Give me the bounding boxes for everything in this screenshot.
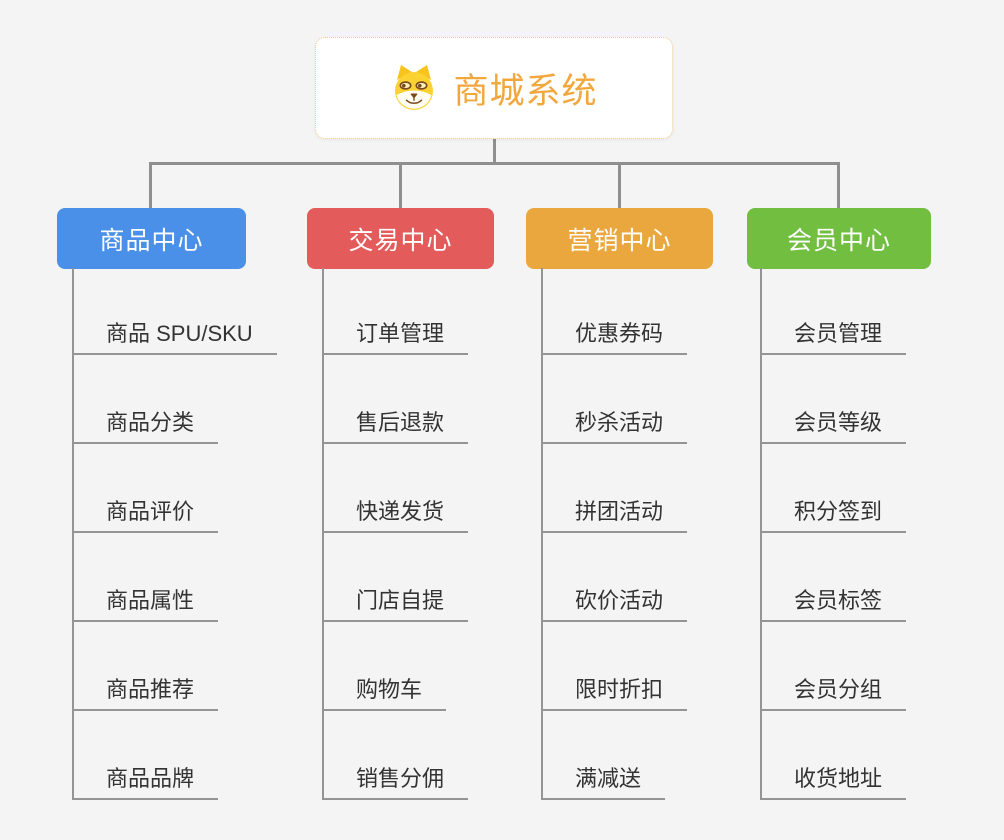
child-node[interactable]: 砍价活动: [541, 588, 688, 622]
child-node[interactable]: 商品推荐: [72, 677, 219, 711]
doge-icon: [395, 65, 434, 110]
child-node[interactable]: 优惠券码: [541, 321, 688, 355]
connector-stub-product: [149, 163, 152, 209]
connector-stub-trade: [399, 163, 402, 209]
child-node[interactable]: 会员标签: [760, 588, 907, 622]
connector-root-stem: [493, 139, 496, 164]
branch-marketing-center[interactable]: 营销中心: [526, 208, 713, 269]
child-node[interactable]: 商品分类: [72, 410, 219, 444]
connector-bus: [149, 162, 840, 165]
child-node[interactable]: 售后退款: [322, 410, 469, 444]
connector-stub-marketing: [618, 163, 621, 209]
child-node[interactable]: 拼团活动: [541, 499, 688, 533]
branch-product-center[interactable]: 商品中心: [57, 208, 246, 269]
root-title: 商城系统: [453, 71, 598, 111]
child-node[interactable]: 订单管理: [322, 321, 469, 355]
root-node[interactable]: 商城系统: [315, 37, 673, 139]
child-node[interactable]: 限时折扣: [541, 677, 688, 711]
children-column-trade: 订单管理 售后退款 快递发货 门店自提 购物车 销售分佣: [322, 268, 554, 800]
child-node[interactable]: 购物车: [322, 677, 447, 711]
branch-trade-center[interactable]: 交易中心: [307, 208, 494, 269]
child-node[interactable]: 满减送: [541, 766, 666, 800]
child-node[interactable]: 商品 SPU/SKU: [72, 321, 277, 355]
child-node[interactable]: 门店自提: [322, 588, 469, 622]
child-node[interactable]: 会员分组: [760, 677, 907, 711]
child-node[interactable]: 快递发货: [322, 499, 469, 533]
child-node[interactable]: 销售分佣: [322, 766, 469, 800]
child-node[interactable]: 商品属性: [72, 588, 219, 622]
child-node[interactable]: 商品评价: [72, 499, 219, 533]
children-column-member: 会员管理 会员等级 积分签到 会员标签 会员分组 收货地址: [760, 268, 992, 800]
connector-stub-member: [837, 163, 840, 209]
children-column-marketing: 优惠券码 秒杀活动 拼团活动 砍价活动 限时折扣 满减送: [541, 268, 773, 800]
child-node[interactable]: 商品品牌: [72, 766, 219, 800]
child-node[interactable]: 积分签到: [760, 499, 907, 533]
branch-member-center[interactable]: 会员中心: [747, 208, 931, 269]
child-node[interactable]: 收货地址: [760, 766, 907, 800]
child-node[interactable]: 秒杀活动: [541, 410, 688, 444]
child-node[interactable]: 会员等级: [760, 410, 907, 444]
children-column-product: 商品 SPU/SKU 商品分类 商品评价 商品属性 商品推荐 商品品牌: [72, 268, 304, 800]
child-node[interactable]: 会员管理: [760, 321, 907, 355]
